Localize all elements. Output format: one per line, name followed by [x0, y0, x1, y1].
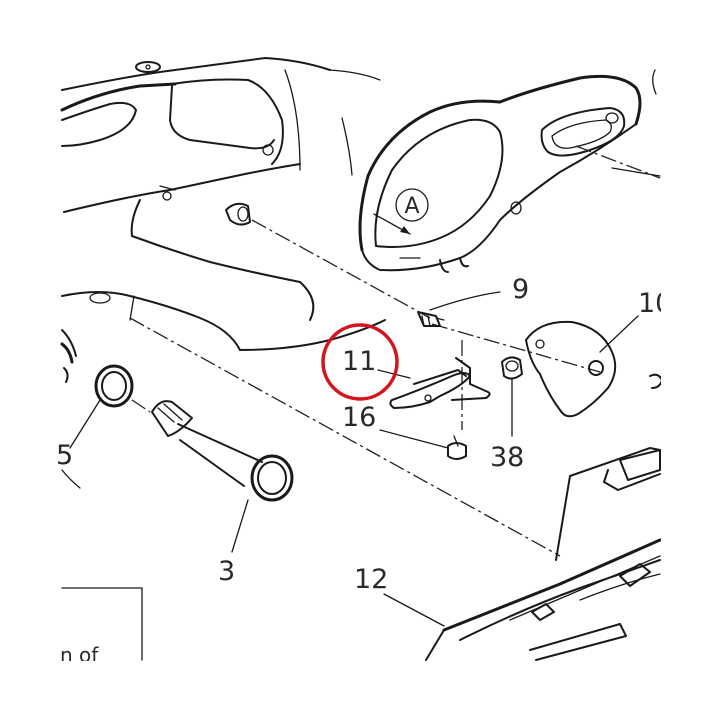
upper-arm-housing: [60, 57, 381, 176]
main-body-housing: [358, 69, 661, 273]
crop-mask-bottom: [0, 661, 720, 720]
label-part-11: 11: [342, 346, 376, 377]
label-part-12: 12: [354, 564, 388, 595]
inset-frame: [61, 587, 143, 661]
callout-a-label: A: [404, 194, 419, 219]
left-edge-fragments: [60, 329, 81, 489]
part-12-lower-assembly: [383, 447, 662, 661]
label-part-9: 9: [512, 274, 529, 305]
label-part-16: 16: [342, 402, 376, 433]
assembly-axis-lines: [129, 219, 601, 557]
part-16-screw: [379, 429, 467, 460]
lower-housing: [61, 163, 386, 351]
crop-mask-right: [661, 0, 720, 720]
sleeve-fitting: [225, 202, 251, 226]
label-part-5: 5: [56, 440, 73, 471]
label-part-3: 3: [218, 556, 235, 587]
part-10-cover-plate: [525, 315, 663, 418]
part-5-ring: [69, 364, 134, 449]
part-11-lever-bracket: [377, 357, 491, 409]
detail-callout-a: A: [373, 188, 429, 235]
label-part-38: 38: [490, 442, 524, 473]
highlight-circle: [321, 323, 399, 401]
part-3-pin: [151, 400, 294, 553]
part-9-screw: [417, 291, 501, 327]
part-38-nut: [501, 356, 523, 437]
